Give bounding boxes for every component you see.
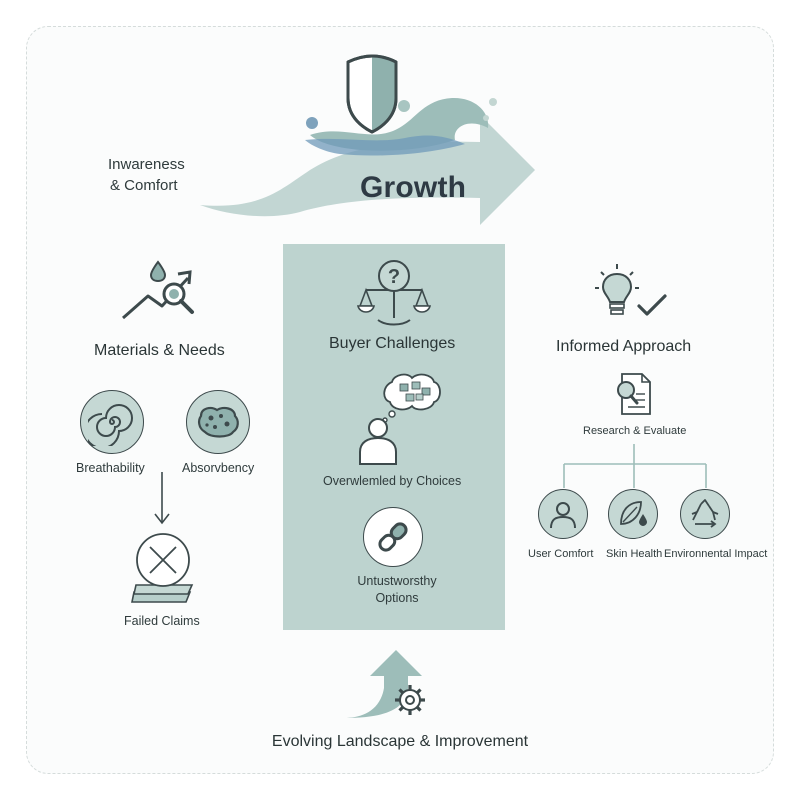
- footer-label: Evolving Landscape & Improvement: [271, 733, 529, 750]
- branch-connector: [563, 444, 707, 488]
- failed-claims-icon: [131, 533, 194, 603]
- swirl-icon: [88, 404, 133, 446]
- user-icon: [550, 502, 576, 529]
- awareness-label: Inwareness & Comfort: [108, 154, 185, 196]
- overwhelmed-person-icon: [359, 373, 441, 465]
- research-document-icon: [617, 373, 651, 415]
- research-evaluate-label: Research & Evaluate: [583, 425, 687, 437]
- environmental-impact-label: Environnental Impact: [664, 548, 768, 560]
- lightbulb-check-icon: [595, 264, 667, 316]
- growth-arrow-graphic: [200, 54, 535, 225]
- awareness-line1: Inwareness: [108, 156, 185, 173]
- untrustworthy-line2: Options: [375, 591, 419, 605]
- growth-label: Growth: [360, 171, 467, 204]
- breathability-label: Breathability: [76, 461, 145, 475]
- user-comfort-node: [538, 489, 588, 539]
- failed-claims-label: Failed Claims: [124, 614, 200, 628]
- awareness-line2: & Comfort: [110, 177, 178, 194]
- skin-health-node: [608, 489, 658, 539]
- leaf-drop-icon: [620, 501, 647, 526]
- sponge-icon: [198, 406, 239, 438]
- overwhelmed-label: Overwlemled by Choices: [323, 474, 462, 488]
- untrustworthy-node: [363, 507, 423, 567]
- improvement-arrow-icon: [344, 650, 425, 718]
- materials-needs-title: Materials & Needs: [94, 342, 225, 359]
- environmental-impact-node: [680, 489, 730, 539]
- scale-question-icon: ?: [356, 260, 432, 326]
- svg-text:?: ?: [388, 266, 400, 288]
- breathability-node: [80, 390, 144, 454]
- skin-health-label: Skin Health: [606, 548, 663, 560]
- untrustworthy-line1: Untustworsthy: [357, 574, 437, 588]
- trend-search-icon: [122, 260, 194, 320]
- buyer-challenges-title: Buyer Challenges: [329, 335, 456, 352]
- down-arrow-icon: [154, 472, 170, 525]
- absorbency-label: Absorvbency: [182, 461, 255, 475]
- recycle-icon: [691, 499, 719, 528]
- absorbency-node: [186, 390, 250, 454]
- broken-link-icon: [378, 522, 408, 552]
- user-comfort-label: User Comfort: [528, 548, 594, 560]
- untrustworthy-label: Untustworsthy Options: [352, 574, 442, 605]
- informed-approach-title: Informed Approach: [556, 338, 692, 355]
